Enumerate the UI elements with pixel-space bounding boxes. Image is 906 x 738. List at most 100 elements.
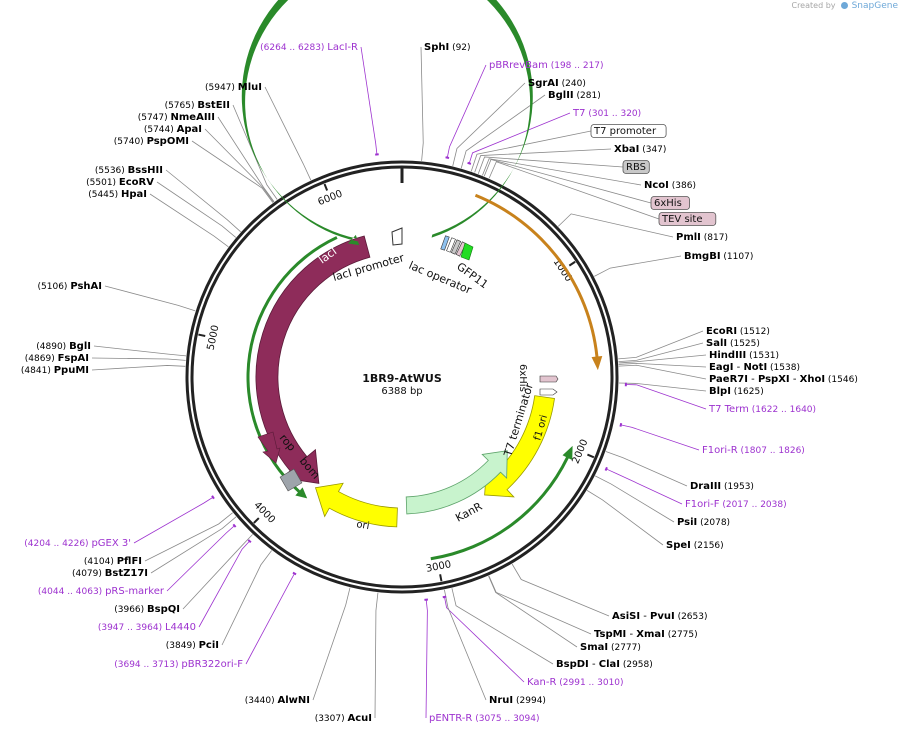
rop-arrow[interactable] xyxy=(257,431,281,464)
site-label-BstZ17I[interactable]: (4079) BstZ17I xyxy=(72,568,148,579)
site-label-PspOMI[interactable]: (5740) PspOMI xyxy=(114,136,189,147)
site-label-T7prom[interactable]: T7 promoter xyxy=(593,126,657,137)
site-labels: (6264 .. 6283) LacI-R SphI (92) pBRrevBam … xyxy=(21,42,858,724)
site-label-PaeR7I[interactable]: PaeR7I - PspXI - XhoI (1546) xyxy=(709,374,858,385)
leader-line xyxy=(488,161,660,220)
leader-line xyxy=(606,468,683,505)
credit-brand: SnapGene xyxy=(851,1,898,11)
ori-arrow[interactable] xyxy=(314,482,398,528)
leader-line xyxy=(618,382,707,392)
leader-line xyxy=(482,158,642,186)
site-label-6xHis[interactable]: 6xHis xyxy=(654,198,682,209)
bom-box[interactable] xyxy=(279,468,303,492)
site-label-pBR322oriF[interactable]: (3694 .. 3713) pBR322ori-F xyxy=(114,659,243,670)
leader-line xyxy=(488,575,592,635)
leader-line xyxy=(133,496,214,544)
leader-line xyxy=(204,128,274,203)
site-label-TspMI[interactable]: TspMI - XmaI (2775) xyxy=(594,629,698,640)
leader-line xyxy=(618,364,707,380)
feature-box-6xHis xyxy=(650,196,690,210)
site-label-PciI[interactable]: (3849) PciI xyxy=(166,640,219,651)
leader-line xyxy=(444,589,487,701)
plasmid-size: 6388 bp xyxy=(381,386,422,397)
features xyxy=(241,0,603,561)
backbone-outer-strand xyxy=(185,160,619,594)
site-label-BspQI[interactable]: (3966) BspQI xyxy=(114,604,180,615)
site-label-XbaI[interactable]: XbaI (347) xyxy=(614,144,666,155)
site-label-pBRrevBam[interactable]: pBRrevBam (198 .. 217) xyxy=(489,60,604,71)
primer-binding-mark xyxy=(442,595,447,599)
site-label-AsiSI[interactable]: AsiSI - PvuI (2653) xyxy=(612,611,708,622)
site-label-T7[interactable]: T7 (301 .. 320) xyxy=(572,108,641,119)
site-label-RBS[interactable]: RBS xyxy=(626,162,646,173)
site-label-SmaI[interactable]: SmaI (2777) xyxy=(580,642,641,653)
leader-line xyxy=(360,46,378,155)
site-label-HindIII[interactable]: HindIII (1531) xyxy=(709,350,779,361)
ruler-tick xyxy=(587,453,595,459)
site-label-BspDI[interactable]: BspDI - ClaI (2958) xyxy=(556,659,653,670)
green-thin-arrow-top xyxy=(241,0,533,246)
site-label-F1oriR[interactable]: F1ori-R (1807 .. 1826) xyxy=(702,445,805,456)
site-label-AlwNI[interactable]: (3440) AlwNI xyxy=(245,695,310,706)
site-label-PflFI[interactable]: (4104) PflFI xyxy=(84,556,142,567)
site-label-MluI[interactable]: (5947) MluI xyxy=(205,82,262,93)
site-label-BmgBI[interactable]: BmgBI (1107) xyxy=(684,251,753,262)
leader-line xyxy=(620,424,700,451)
site-label-NmeAIII[interactable]: (5747) NmeAIII xyxy=(138,112,215,123)
site-label-pRSmarker[interactable]: (4044 .. 4063) pRS-marker xyxy=(38,586,165,597)
KanR-arrow[interactable] xyxy=(405,450,508,515)
site-label-NruI[interactable]: NruI (2994) xyxy=(489,695,546,706)
leader-line xyxy=(182,534,253,610)
primer-binding-mark xyxy=(619,422,623,427)
site-label-NcoI[interactable]: NcoI (386) xyxy=(644,180,696,191)
leader-line xyxy=(557,213,674,238)
site-label-PpuMI[interactable]: (4841) PpuMI xyxy=(21,365,89,376)
ruler-tick xyxy=(253,517,260,524)
leader-line xyxy=(618,354,707,364)
site-label-SphI[interactable]: SphI (92) xyxy=(424,42,471,53)
lacI-arrow[interactable] xyxy=(255,235,371,484)
site-label-pGEX3[interactable]: (4204 .. 4226) pGEX 3' xyxy=(24,538,131,549)
site-label-L4440[interactable]: (3947 .. 3964) L4440 xyxy=(98,622,196,633)
ruler-tick xyxy=(568,260,576,267)
primer-marks xyxy=(211,153,627,601)
site-label-BssHII[interactable]: (5536) BssHII xyxy=(95,165,163,176)
leader-line xyxy=(166,525,235,592)
site-label-KanR-p[interactable]: Kan-R (2991 .. 3010) xyxy=(527,677,624,688)
lac-operator-cluster[interactable] xyxy=(440,235,467,257)
GFP11-arrow[interactable] xyxy=(460,242,474,261)
site-label-PsiI[interactable]: PsiI (2078) xyxy=(677,517,730,528)
leader-line xyxy=(468,112,571,164)
site-label-PshAI[interactable]: (5106) PshAI xyxy=(38,281,102,292)
site-label-T7Term[interactable]: T7 Term (1622 .. 1640) xyxy=(708,404,816,415)
site-label-AcuI[interactable]: (3307) AcuI xyxy=(315,713,372,724)
site-label-LacI-R[interactable]: (6264 .. 6283) LacI-R xyxy=(260,42,358,53)
leader-line xyxy=(474,148,612,173)
site-label-EcoRV[interactable]: (5501) EcoRV xyxy=(86,177,154,188)
site-label-EagI[interactable]: EagI - NotI (1538) xyxy=(709,362,800,373)
site-label-EcoRI[interactable]: EcoRI (1512) xyxy=(706,326,770,337)
site-label-F1oriF[interactable]: F1ori-F (2017 .. 2038) xyxy=(685,499,787,510)
inner-tev-mark[interactable] xyxy=(539,388,558,396)
site-label-FspAI[interactable]: (4869) FspAI xyxy=(25,353,89,364)
leader-line xyxy=(452,82,526,167)
lacI-promoter-arrow[interactable] xyxy=(391,227,403,246)
leader-line xyxy=(483,159,652,204)
ruler-tick xyxy=(198,333,206,337)
site-label-TEV[interactable]: TEV site xyxy=(661,214,703,225)
site-label-SgrAI[interactable]: SgrAI (240) xyxy=(528,78,586,89)
site-label-PmlI[interactable]: PmlI (817) xyxy=(676,232,728,243)
site-label-BlpI[interactable]: BlpI (1625) xyxy=(709,386,764,397)
site-label-SpeI[interactable]: SpeI (2156) xyxy=(666,540,724,551)
site-label-ApaI[interactable]: (5744) ApaI xyxy=(144,124,202,135)
site-label-DraIII[interactable]: DraIII (1953) xyxy=(690,481,754,492)
leader-line xyxy=(511,563,610,617)
site-label-BglII[interactable]: BglII (281) xyxy=(548,90,601,101)
leader-line xyxy=(594,255,682,277)
site-label-pENTR-R[interactable]: pENTR-R (3075 .. 3094) xyxy=(429,713,540,724)
site-label-BstEII[interactable]: (5765) BstEII xyxy=(165,100,230,111)
site-label-SalI[interactable]: SalI (1525) xyxy=(706,338,760,349)
site-label-BglI[interactable]: (4890) BglI xyxy=(36,341,91,352)
site-label-HpaI[interactable]: (5445) HpaI xyxy=(88,189,147,200)
inner-6xhis-mark[interactable] xyxy=(539,375,559,383)
